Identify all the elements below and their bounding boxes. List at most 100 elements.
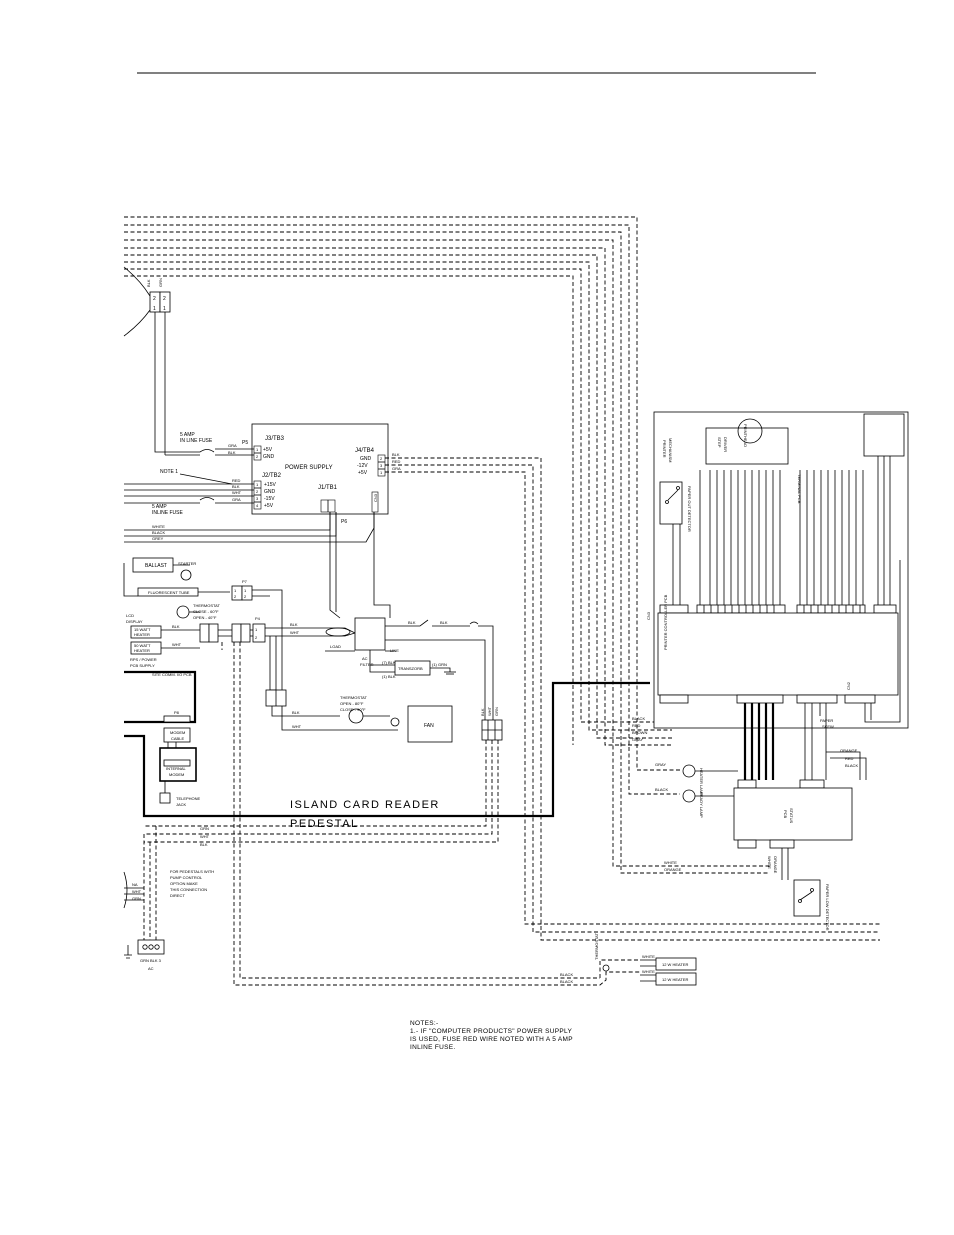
status-pcb: STATUS PCB WHITE ORANGE WHITE ORANGE [664, 779, 853, 880]
svg-text:P8: P8 [174, 710, 180, 715]
pin-ticks [703, 605, 861, 613]
svg-text:PCB: PCB [783, 810, 788, 819]
svg-text:PAPER: PAPER [820, 718, 833, 723]
svg-text:PRINTHEAD: PRINTHEAD [743, 424, 748, 447]
svg-text:READY LAMP: READY LAMP [699, 792, 704, 818]
svg-text:LCD: LCD [126, 613, 134, 618]
ps-j2: J2/TB2 [262, 473, 282, 479]
fuse-label-1: 5 AMP [180, 432, 195, 438]
svg-text:ORANGE: ORANGE [840, 748, 858, 753]
svg-text:BROWN: BROWN [632, 730, 647, 735]
svg-text:GRN: GRN [200, 826, 209, 831]
svg-text:FILTER: FILTER [360, 662, 374, 667]
svg-text:WHT: WHT [232, 490, 242, 495]
svg-text:(1) BLK: (1) BLK [382, 674, 396, 679]
svg-text:2: 2 [163, 296, 166, 302]
svg-text:2: 2 [256, 489, 259, 494]
svg-text:CLOSE - 60°F: CLOSE - 60°F [193, 609, 219, 614]
svg-text:P4: P4 [255, 616, 261, 621]
svg-text:BLACK: BLACK [560, 979, 573, 984]
svg-text:WHT: WHT [132, 889, 142, 894]
svg-text:LINE: LINE [390, 648, 399, 653]
label-blk: BLK [146, 279, 151, 287]
p3-connector: BLK WHT GRN GRN WHT BLK [144, 706, 503, 847]
svg-text:GND: GND [264, 489, 276, 495]
pedestal-label: PEDESTAL [290, 818, 359, 830]
svg-text:GRN BLK 3: GRN BLK 3 [140, 958, 162, 963]
svg-text:CN3: CN3 [373, 493, 378, 502]
modem-section: SITE COMM. I/O PCB P8 MODEM CABLE INTERN… [124, 670, 201, 807]
notes-line-3: INLINE FUSE. [410, 1044, 456, 1051]
svg-text:BLACK: BLACK [560, 972, 573, 977]
svg-text:MODEM: MODEM [170, 730, 185, 735]
notes-line-1: 1.- IF "COMPUTER PRODUCTS" POWER SUPPLY [410, 1028, 573, 1035]
ps-j3: J3/TB3 [265, 436, 285, 442]
svg-text:PAPER OUT DETECTOR: PAPER OUT DETECTOR [687, 486, 692, 532]
lamps: HEATER LAMP READY LAMP GRAY BLACK [655, 762, 738, 818]
fuse-label-2b: INLINE FUSE [152, 510, 184, 516]
svg-text:BLK: BLK [440, 620, 448, 625]
svg-text:LOAD: LOAD [330, 644, 341, 649]
svg-text:STARTER: STARTER [178, 561, 196, 566]
svg-text:MECHANISM: MECHANISM [668, 438, 673, 462]
svg-text:BLACK: BLACK [655, 787, 668, 792]
svg-text:WHT: WHT [290, 630, 300, 635]
svg-text:GRAY: GRAY [655, 762, 666, 767]
svg-text:JACK: JACK [176, 802, 187, 807]
svg-text:2: 2 [153, 296, 156, 302]
svg-text:BLACK: BLACK [845, 763, 858, 768]
svg-text:GRA: GRA [232, 497, 241, 502]
fuse-label-2: 5 AMP [152, 504, 167, 510]
label-grn: GRN [158, 278, 163, 287]
ac-input: NA WHT GRN FOR PEDESTALS WITH PUMP CONTR… [123, 826, 214, 971]
svg-text:FOR PEDESTALS WITH: FOR PEDESTALS WITH [170, 869, 214, 874]
svg-text:GRAY: GRAY [632, 737, 643, 742]
svg-text:BLK: BLK [232, 484, 240, 489]
top-harness [124, 216, 770, 874]
svg-text:1: 1 [255, 627, 258, 632]
svg-text:+5V: +5V [358, 470, 368, 476]
svg-text:ORANGE: ORANGE [664, 867, 682, 872]
svg-text:GRN: GRN [132, 896, 141, 901]
svg-text:+5V: +5V [263, 447, 273, 453]
svg-text:HEATER LAMP: HEATER LAMP [699, 768, 704, 796]
ps-p5: P5 [242, 440, 248, 446]
svg-text:OPEN - 80°F: OPEN - 80°F [340, 701, 364, 706]
svg-text:WHITE: WHITE [642, 969, 655, 974]
island-card-reader-label: ISLAND CARD READER [290, 799, 440, 811]
svg-text:12 W HEATER: 12 W HEATER [662, 977, 688, 982]
svg-text:BALLAST: BALLAST [145, 563, 167, 569]
svg-text:DRIVER: DRIVER [723, 437, 728, 452]
svg-text:BLK: BLK [200, 842, 208, 847]
heater-harness: BLACK BLACK [221, 642, 640, 986]
svg-text:(1) GRN: (1) GRN [432, 662, 447, 667]
svg-text:BLK: BLK [292, 710, 300, 715]
power-supply: POWER SUPPLY J3/TB3 J2/TB2 J4/TB4 J1/TB1… [242, 423, 389, 525]
svg-text:ORANGE: ORANGE [773, 856, 778, 874]
svg-text:PUMP CONTROL: PUMP CONTROL [170, 875, 203, 880]
svg-text:2: 2 [256, 454, 259, 459]
svg-text:1: 1 [244, 588, 247, 593]
svg-text:OPTION MAKE: OPTION MAKE [170, 881, 198, 886]
svg-text:BLK: BLK [480, 708, 485, 716]
svg-text:WHT: WHT [487, 706, 492, 716]
svg-text:CLOSE - 90°F: CLOSE - 90°F [340, 707, 366, 712]
svg-text:50 WATT: 50 WATT [134, 643, 151, 648]
svg-text:RED: RED [392, 459, 401, 464]
fuse-label-1b: IN LINE FUSE [180, 438, 213, 444]
svg-text:1: 1 [256, 482, 259, 487]
svg-text:+5V: +5V [264, 503, 274, 509]
svg-text:AC: AC [362, 656, 368, 661]
svg-text:THERMOSTAT: THERMOSTAT [340, 695, 368, 700]
ps-output-wires: BLK RED GRA [385, 452, 880, 941]
svg-text:GND: GND [263, 454, 275, 460]
svg-text:-15V: -15V [264, 496, 275, 502]
svg-text:TELEPHONE: TELEPHONE [176, 796, 201, 801]
svg-text:2: 2 [255, 635, 258, 640]
svg-text:1: 1 [380, 470, 383, 475]
svg-text:BLK: BLK [408, 620, 416, 625]
svg-text:1: 1 [153, 306, 156, 312]
svg-text:RPS / POWER: RPS / POWER [130, 657, 157, 662]
svg-text:GRN: GRN [494, 707, 499, 716]
